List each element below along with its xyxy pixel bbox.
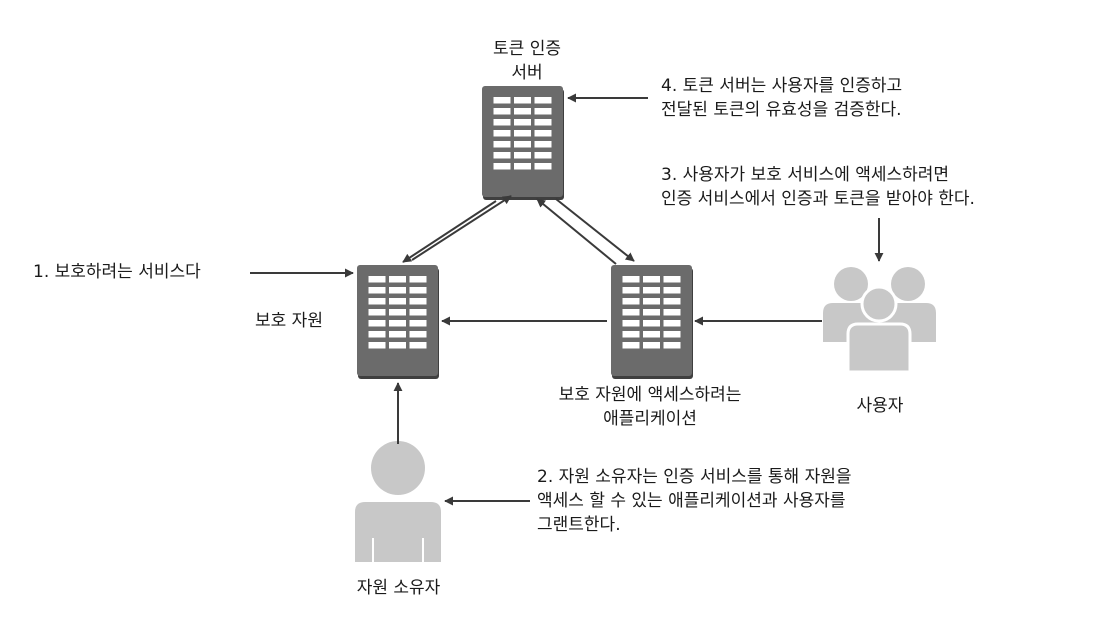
note-2: 2. 자원 소유자는 인증 서비스를 통해 자원을 액세스 할 수 있는 애플리… <box>537 465 852 537</box>
protected-resource-label: 보호 자원 <box>255 311 323 331</box>
resource-owner-icon <box>355 441 441 562</box>
auth-server-label-line1: 토큰 인증 <box>493 39 561 59</box>
protected-resource-server-icon <box>357 265 439 379</box>
note-4-line1: 4. 토큰 서버는 사용자를 인증하고 <box>661 76 903 96</box>
arrow-auth-to-app <box>555 198 635 262</box>
arrow-app-to-auth <box>536 198 617 265</box>
arrow-resource-to-auth <box>411 195 512 261</box>
auth-server-icon <box>482 86 564 200</box>
users-label: 사용자 <box>856 396 904 416</box>
arrow-auth-to-resource <box>402 200 497 263</box>
user-group-icon <box>823 267 936 374</box>
note-3-line2: 인증 서비스에서 인증과 토큰을 받아야 한다. <box>661 189 975 209</box>
application-server-icon <box>611 265 693 379</box>
auth-server-label: 토큰 인증 서버 <box>462 37 592 85</box>
auth-server-label-line2: 서버 <box>511 63 543 83</box>
note-1: 1. 보호하려는 서비스다 <box>33 262 201 282</box>
note-2-line2: 액세스 할 수 있는 애플리케이션과 사용자를 <box>537 491 846 511</box>
note-2-line3: 그랜트한다. <box>537 515 621 535</box>
note-3-line1: 3. 사용자가 보호 서비스에 액세스하려면 <box>661 165 950 185</box>
note-3: 3. 사용자가 보호 서비스에 액세스하려면 인증 서비스에서 인증과 토큰을 … <box>661 163 975 211</box>
application-label-line2: 애플리케이션 <box>603 409 697 429</box>
application-label: 보호 자원에 액세스하려는 애플리케이션 <box>520 383 780 431</box>
application-label-line1: 보호 자원에 액세스하려는 <box>558 385 742 405</box>
resource-owner-label: 자원 소유자 <box>356 578 441 598</box>
note-4: 4. 토큰 서버는 사용자를 인증하고 전달된 토큰의 유효성을 검증한다. <box>661 74 902 122</box>
note-2-line1: 2. 자원 소유자는 인증 서비스를 통해 자원을 <box>537 467 852 487</box>
note-4-line2: 전달된 토큰의 유효성을 검증한다. <box>661 100 902 120</box>
